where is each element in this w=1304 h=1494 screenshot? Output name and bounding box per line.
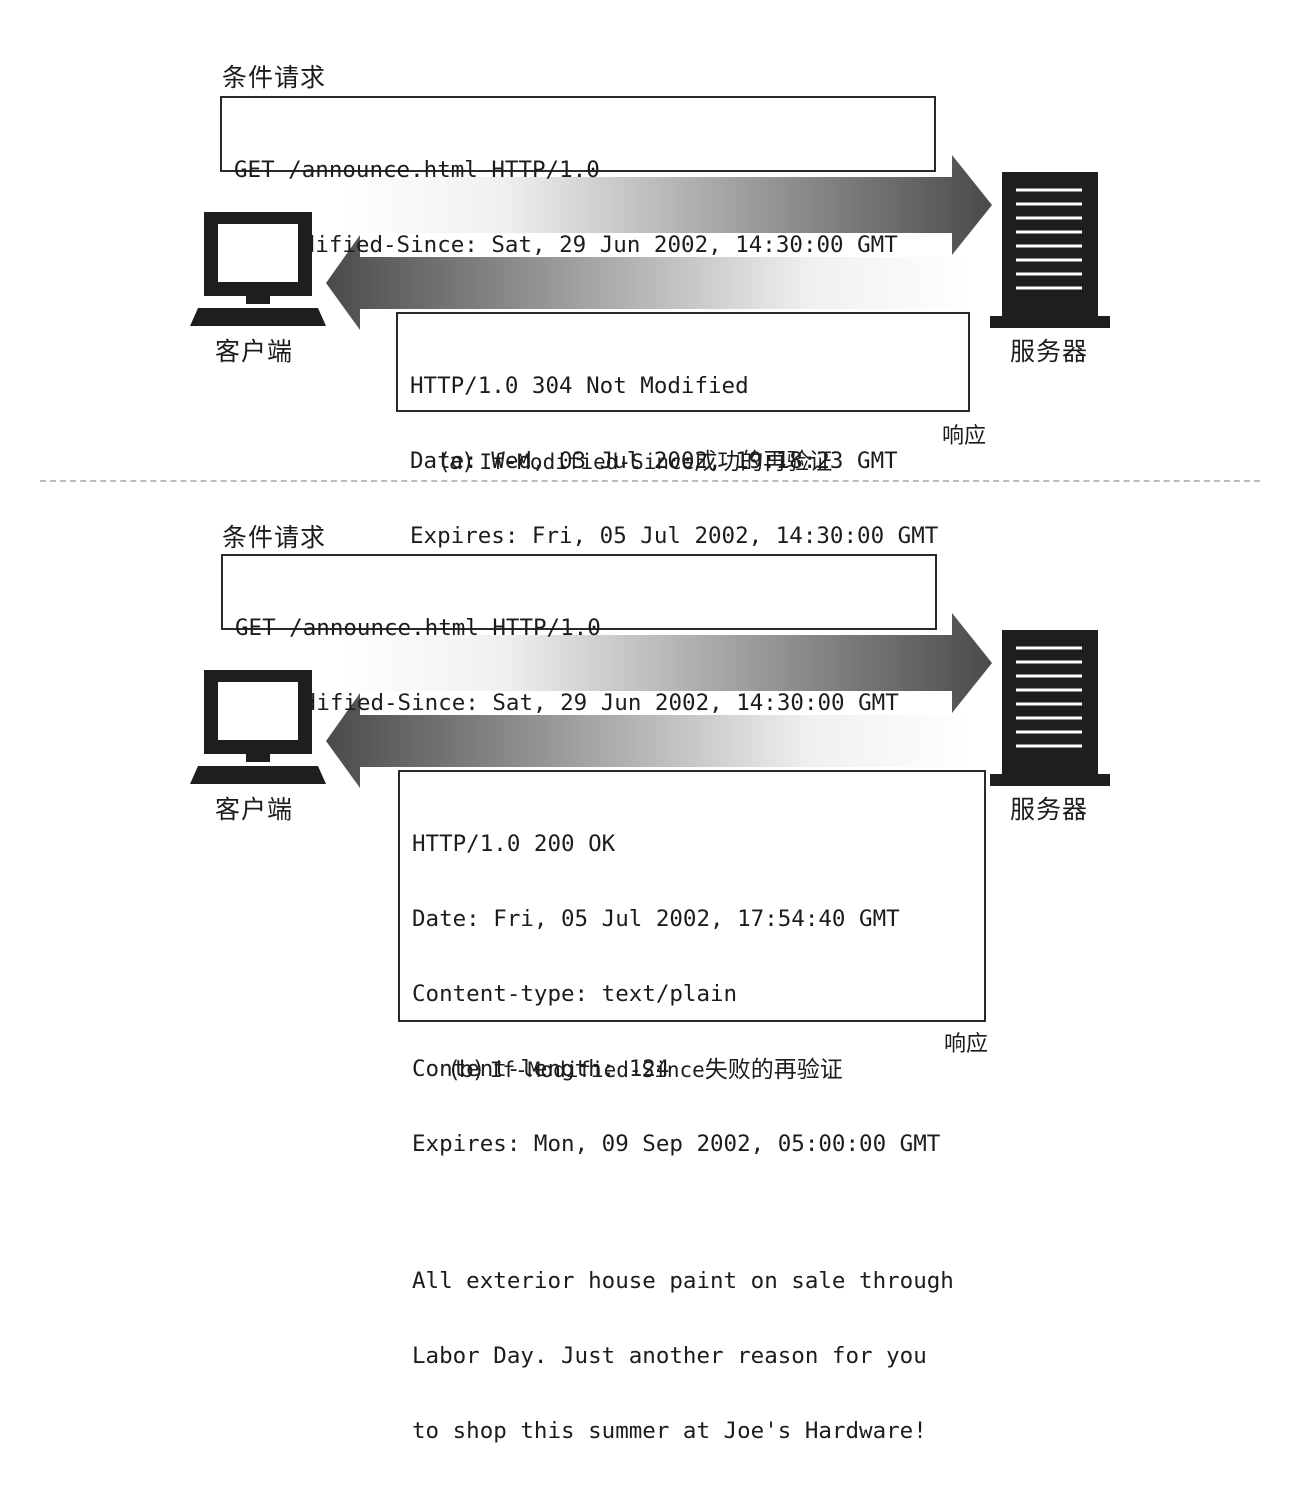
client-label: 客户端: [215, 337, 294, 366]
response-tag: 响应: [942, 424, 987, 449]
computer-icon: [190, 212, 326, 326]
response-line: Content-type: text/plain: [412, 981, 738, 1007]
diagram-panel-a: 条件请求 GET /announce.html HTTP/1.0 If-Modi…: [0, 0, 1304, 549]
caption-mono: If-Modified-Since: [489, 1058, 705, 1082]
panel-divider: [40, 480, 1260, 482]
caption-mono: If-Modified-Since: [479, 450, 695, 474]
request-line: GET /announce.html HTTP/1.0: [235, 615, 601, 641]
diagram-panel-b: 条件请求 GET /announce.html HTTP/1.0 If-Modi…: [0, 460, 1304, 1444]
request-box: GET /announce.html HTTP/1.0 If-Modified-…: [220, 96, 936, 258]
request-line: If-Modified-Since: Sat, 29 Jun 2002, 14:…: [235, 690, 899, 716]
server-label: 服务器: [1010, 795, 1089, 824]
body-separator: [412, 1207, 972, 1219]
client-label: 客户端: [215, 795, 294, 824]
response-body-line: Labor Day. Just another reason for you: [412, 1343, 927, 1369]
response-line: Date: Wed, 03 Jul 2002, 19:18:23 GMT: [410, 448, 898, 474]
response-body-line: to shop this summer at Joe's Hardware!: [412, 1418, 927, 1444]
response-box: HTTP/1.0 200 OK Date: Fri, 05 Jul 2002, …: [398, 770, 986, 1444]
response-line: Expires: Mon, 09 Sep 2002, 05:00:00 GMT: [412, 1131, 941, 1157]
response-line: Date: Fri, 05 Jul 2002, 17:54:40 GMT: [412, 906, 900, 932]
request-label: 条件请求: [222, 523, 327, 552]
response-box: HTTP/1.0 304 Not Modified Date: Wed, 03 …: [396, 312, 970, 549]
response-arrow: [326, 235, 970, 330]
caption: (b) If-Modified-Since失败的再验证: [450, 1050, 843, 1084]
request-line: If-Modified-Since: Sat, 29 Jun 2002, 14:…: [234, 232, 898, 258]
caption: (a) If-Modified-Since成功的再验证: [440, 442, 832, 476]
response-line: HTTP/1.0 304 Not Modified: [410, 373, 749, 399]
request-arrow: [340, 155, 992, 255]
caption-suffix: 成功的再验证: [694, 449, 833, 475]
response-line: Expires: Fri, 05 Jul 2002, 14:30:00 GMT: [410, 523, 939, 549]
server-icon: [990, 172, 1110, 328]
response-line: Content-length: 124: [412, 1056, 670, 1082]
response-line: HTTP/1.0 200 OK: [412, 831, 616, 857]
request-box: GET /announce.html HTTP/1.0 If-Modified-…: [221, 554, 937, 716]
caption-prefix: (a): [440, 449, 480, 475]
response-arrow: [326, 693, 970, 788]
caption-suffix: 失败的再验证: [704, 1057, 843, 1083]
server-label: 服务器: [1010, 337, 1089, 366]
caption-prefix: (b): [450, 1057, 490, 1083]
request-arrow: [340, 613, 992, 713]
request-label: 条件请求: [222, 63, 327, 92]
computer-icon: [190, 670, 326, 784]
request-line: GET /announce.html HTTP/1.0: [234, 157, 600, 183]
server-icon: [990, 630, 1110, 786]
response-body-line: All exterior house paint on sale through: [412, 1268, 954, 1294]
response-tag: 响应: [944, 1032, 989, 1057]
